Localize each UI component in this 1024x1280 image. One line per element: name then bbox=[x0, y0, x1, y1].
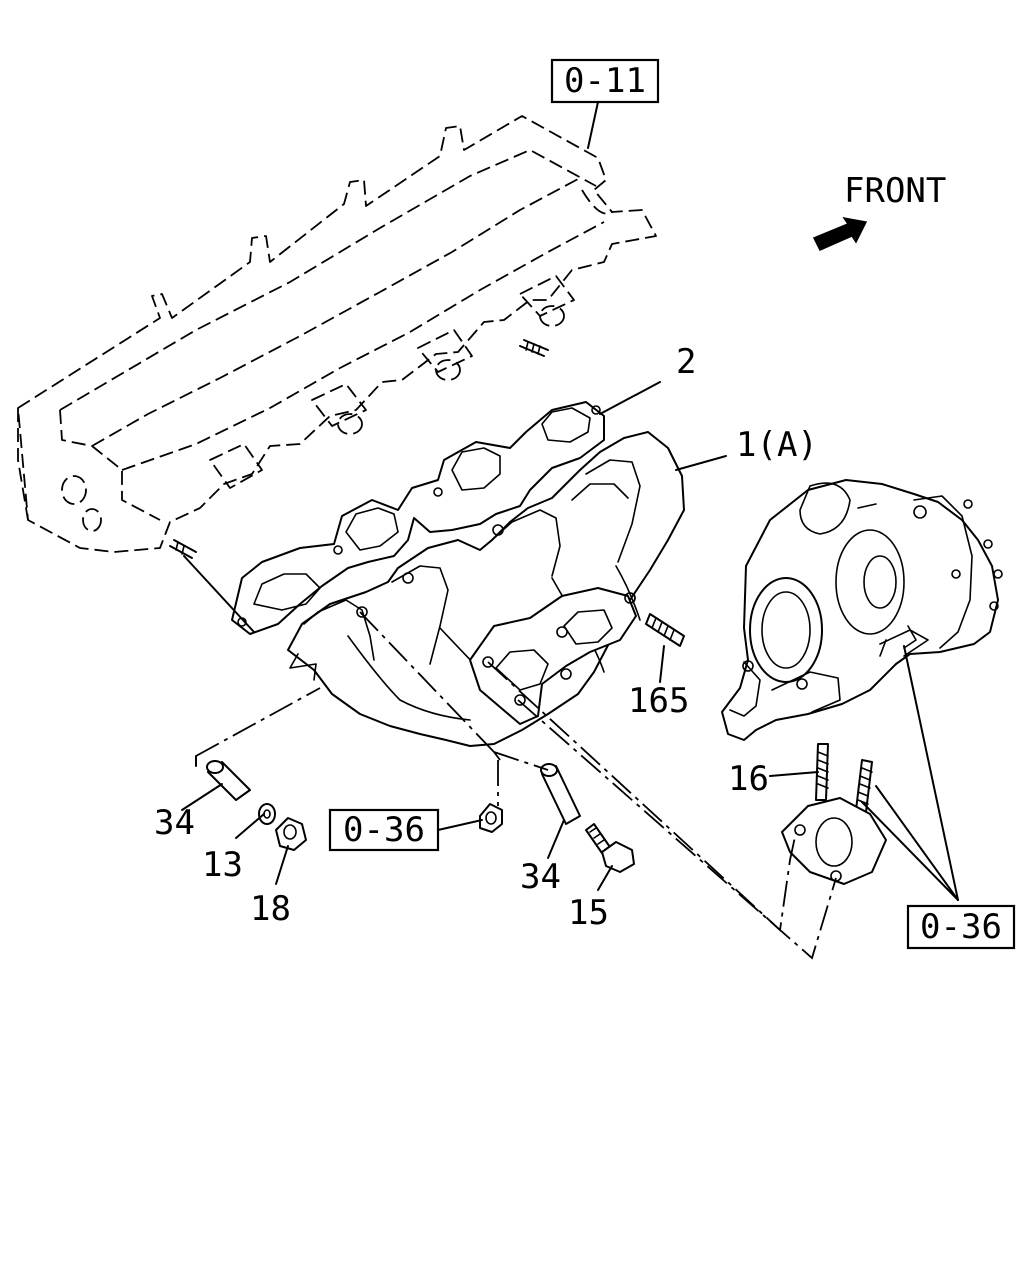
callout-washer: 13 bbox=[202, 845, 243, 885]
callout-stud-165: 165 bbox=[628, 681, 689, 721]
ref-box-cylinder-head[interactable]: 0-11 bbox=[550, 58, 660, 104]
head-stud-lower bbox=[169, 539, 197, 559]
cylinder-head bbox=[17, 115, 657, 553]
front-arrow-icon bbox=[812, 216, 868, 251]
callout-nut: 18 bbox=[250, 889, 291, 929]
collar-34-left bbox=[206, 760, 251, 801]
ref-box-manifold-nut[interactable]: 0-36 bbox=[328, 808, 440, 852]
ref-box-manifold-nut-label: 0-36 bbox=[343, 810, 425, 850]
nut-18 bbox=[275, 817, 307, 851]
front-label: FRONT bbox=[844, 171, 946, 211]
callout-manifold: 1(A) bbox=[736, 425, 818, 465]
ref-box-turbo-studs-label: 0-36 bbox=[920, 907, 1002, 947]
head-stud-upper bbox=[519, 339, 549, 357]
bolt-15 bbox=[585, 823, 635, 873]
nut-manifold bbox=[479, 803, 503, 833]
turbo-gasket bbox=[781, 797, 887, 885]
turbocharger bbox=[721, 479, 1003, 741]
leader-lines bbox=[181, 101, 959, 960]
callout-bolt: 15 bbox=[568, 893, 609, 933]
exhaust-manifold bbox=[287, 431, 685, 747]
washer-13 bbox=[258, 803, 276, 825]
stud-165 bbox=[645, 613, 685, 647]
turbo-studs bbox=[815, 743, 873, 813]
ref-box-turbo-studs[interactable]: 0-36 bbox=[906, 904, 1016, 950]
callout-stud-16: 16 bbox=[728, 759, 769, 799]
callout-collar-right: 34 bbox=[520, 857, 561, 897]
callout-gasket: 2 bbox=[676, 342, 696, 382]
callout-collar-left: 34 bbox=[154, 803, 195, 843]
manifold-gasket bbox=[231, 401, 605, 635]
ref-box-cylinder-head-label: 0-11 bbox=[564, 61, 646, 101]
collar-34-right bbox=[540, 763, 581, 825]
